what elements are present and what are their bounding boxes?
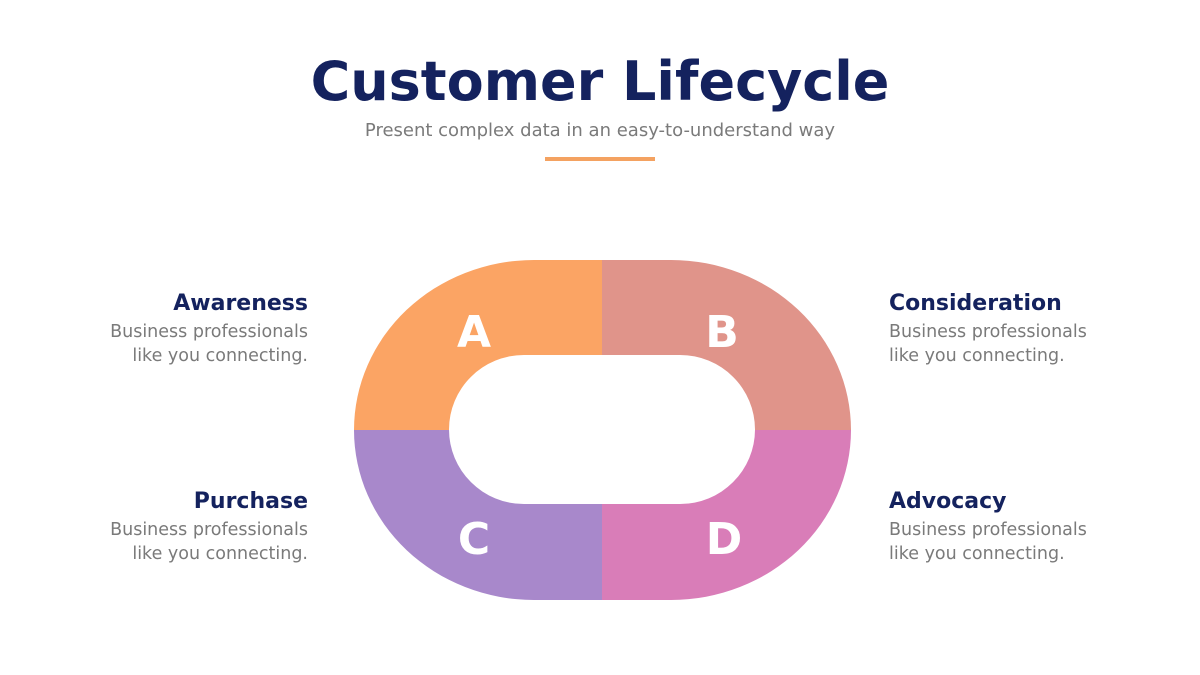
stage-title: Awareness — [173, 291, 308, 316]
stage-desc-line1: Business professionals — [889, 322, 1087, 342]
stage-title: Consideration — [889, 291, 1062, 316]
stage-purchase: Purchase Business professionals like you… — [48, 488, 308, 566]
page-title: Customer Lifecycle — [310, 50, 890, 113]
stage-awareness: Awareness Business professionals like yo… — [48, 290, 308, 368]
stage-title: Advocacy — [889, 489, 1007, 514]
stage-advocacy: Advocacy Business professionals like you… — [889, 488, 1149, 566]
stage-desc-line2: like you connecting. — [889, 346, 1065, 366]
stage-desc-line1: Business professionals — [889, 520, 1087, 540]
segment-a-letter: A — [457, 307, 491, 358]
stage-title: Purchase — [193, 489, 308, 514]
page-subtitle: Present complex data in an easy-to-under… — [364, 120, 836, 141]
title-accent-divider — [545, 157, 655, 161]
stage-desc-line2: like you connecting. — [889, 544, 1065, 564]
stage-consideration: Consideration Business professionals lik… — [889, 290, 1149, 368]
segment-b-letter: B — [705, 307, 739, 358]
segment-d-letter: D — [706, 514, 743, 565]
segment-c-letter: C — [458, 514, 490, 565]
stage-desc-line1: Business professionals — [110, 520, 308, 540]
stage-desc-line1: Business professionals — [110, 322, 308, 342]
stage-desc-line2: like you connecting. — [132, 544, 308, 564]
stage-desc-line2: like you connecting. — [132, 346, 308, 366]
